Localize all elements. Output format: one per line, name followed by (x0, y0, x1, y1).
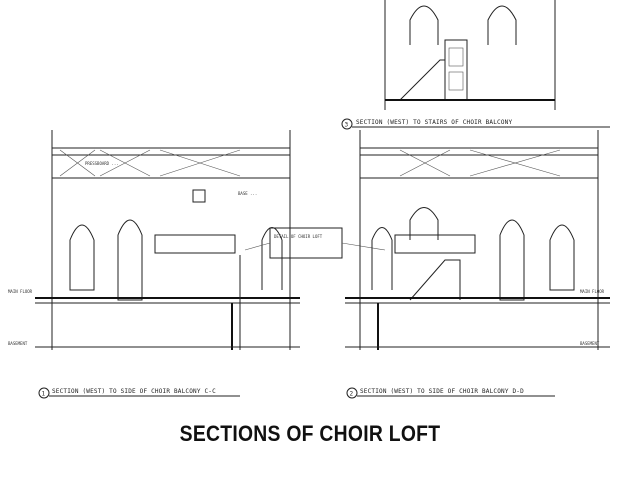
center-note: DETAIL OF CHOIR LOFT (244, 227, 386, 259)
drawing-number-3: 3 (345, 122, 349, 129)
section-drawing-2: 2 SECTION (WEST) TO SIDE OF CHOIR BALCON… (345, 130, 610, 399)
svg-text:BASE ...: BASE ... (238, 191, 257, 196)
caption-3: SECTION (WEST) TO STAIRS OF CHOIR BALCON… (356, 119, 512, 126)
floor-label-2: MAIN FLOOR (580, 289, 605, 294)
svg-text:DETAIL OF CHOIR LOFT: DETAIL OF CHOIR LOFT (274, 234, 323, 239)
basement-label-2: BASEMENT (580, 341, 600, 346)
svg-text:PRESSBOARD ...: PRESSBOARD ... (85, 161, 119, 166)
slide-title: SECTIONS OF CHOIR LOFT (179, 421, 441, 446)
drawing-number-1: 1 (42, 391, 46, 398)
caption-2: SECTION (WEST) TO SIDE OF CHOIR BALCONY … (360, 388, 524, 395)
floor-label-1: MAIN FLOOR (8, 289, 33, 294)
caption-1: SECTION (WEST) TO SIDE OF CHOIR BALCONY … (52, 388, 216, 395)
drawing-number-2: 2 (350, 391, 354, 398)
section-drawing-3: 3 SECTION (WEST) TO STAIRS OF CHOIR BALC… (341, 0, 610, 130)
basement-label-1: BASEMENT (8, 341, 28, 346)
section-drawing-1: PRESSBOARD ... BASE ... MAIN FLOOR BASEM… (8, 130, 300, 399)
